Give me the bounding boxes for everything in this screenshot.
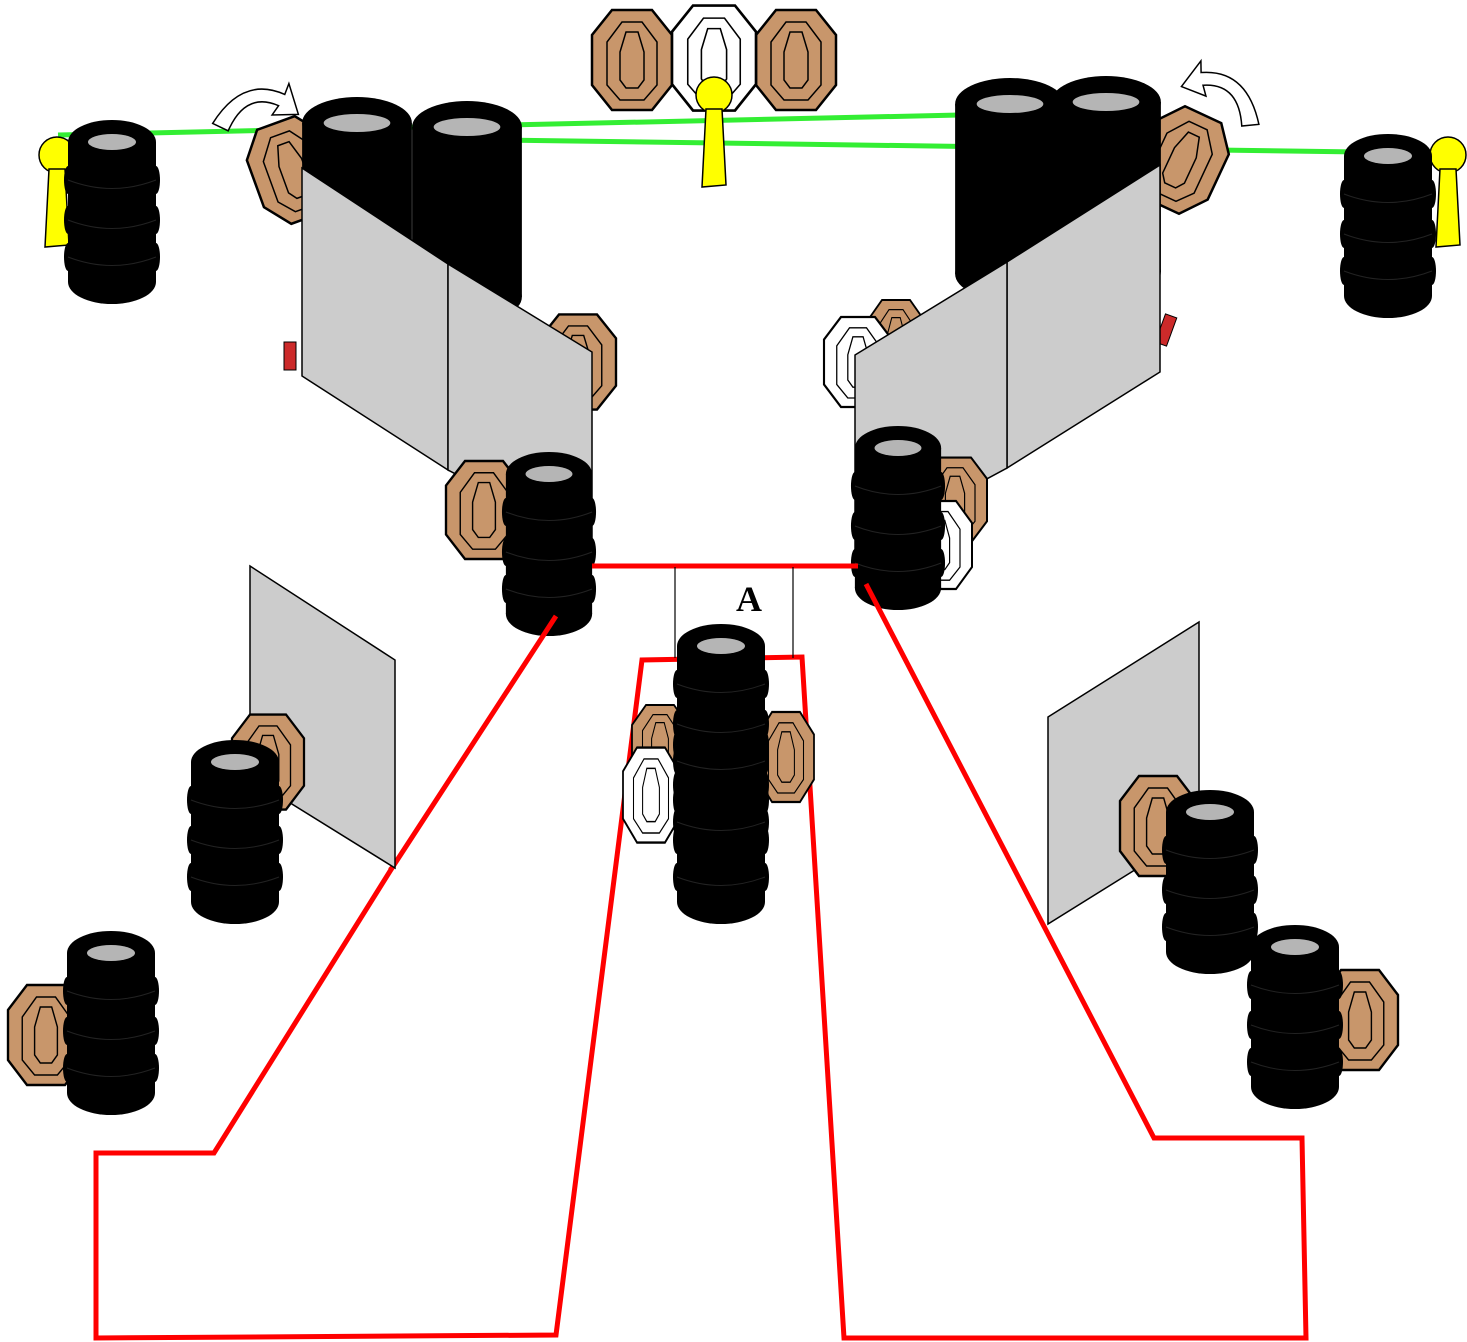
right-barricade (822, 76, 1241, 611)
start-box-a (674, 567, 794, 658)
left-barricade (237, 97, 618, 637)
tire-stack-top-right (1339, 133, 1437, 319)
shooting-area-fault-lines (93, 563, 1309, 1341)
right-side-position (1047, 620, 1400, 1110)
left-side-position (6, 564, 396, 1116)
start-box-a-label: A (736, 579, 762, 619)
tire-stack-top-left (63, 119, 161, 305)
center-tire-column (621, 623, 816, 925)
popper-top-center (695, 76, 733, 188)
